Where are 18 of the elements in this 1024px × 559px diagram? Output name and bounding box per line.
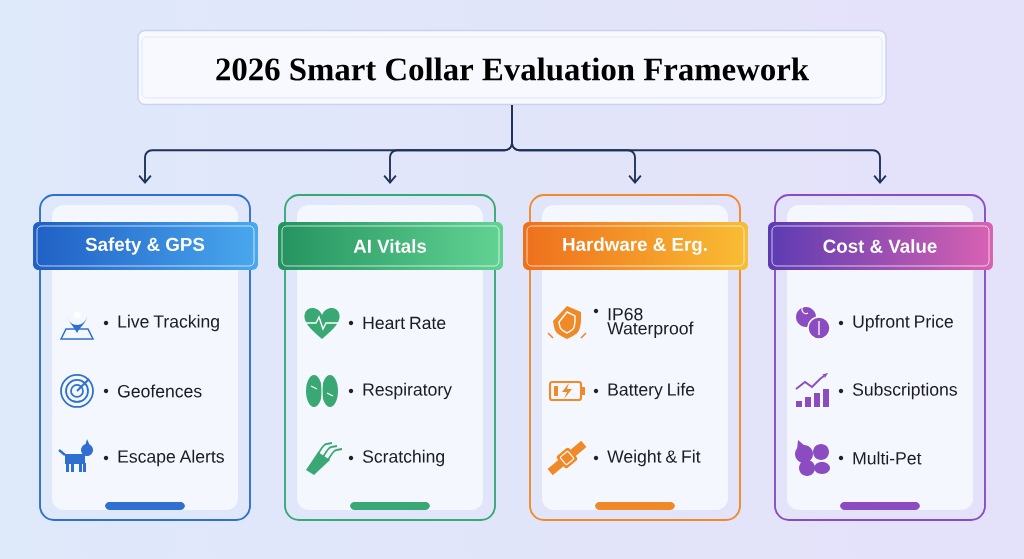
list-item: Geofences <box>118 384 202 398</box>
list-item: Scratching <box>362 449 445 467</box>
list-item: Subscriptions <box>852 382 957 400</box>
header-banner: AI Vitals <box>281 225 500 267</box>
list-item: IP68 Waterproof <box>607 308 694 338</box>
list-item: Multi-Pet <box>853 451 922 465</box>
list-item: Live Tracking <box>118 314 219 332</box>
list-item: Weight & Fit <box>607 449 701 467</box>
list-item: Heart Rate <box>363 316 446 330</box>
header-banner: Hardware & Erg. <box>526 225 745 267</box>
list-item: Respiratory <box>363 382 452 400</box>
header-banner: Cost & Value <box>771 225 990 267</box>
list-item: Upfront Price <box>853 314 953 332</box>
header-banner: Safety & GPS <box>36 225 255 267</box>
title-box: 2026 Smart Collar Evaluation Framework <box>137 29 887 106</box>
list-item: Battery Life <box>608 382 695 400</box>
arrow <box>511 104 887 185</box>
list-item: Escape Alerts <box>118 449 224 467</box>
